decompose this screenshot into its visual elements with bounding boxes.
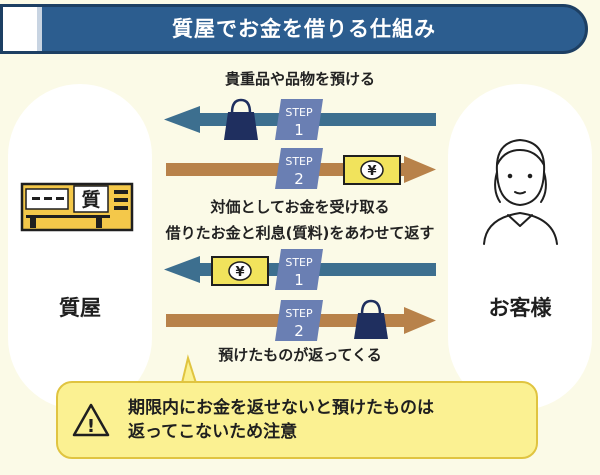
warning-icon: ! <box>72 403 110 437</box>
pawnshop-label: 質屋 <box>59 296 101 320</box>
step-number: 1 <box>294 121 304 139</box>
bag-icon <box>354 299 388 339</box>
step-badge: STEP 2 <box>275 148 323 189</box>
warning-mark: ! <box>87 416 95 437</box>
step-word: STEP <box>285 307 313 320</box>
warning-line-2: 返ってこないため注意 <box>128 422 298 442</box>
pawnshop-panel: 質屋 <box>8 84 152 410</box>
bag-icon <box>224 98 258 140</box>
banknote-icon: ¥ <box>343 155 401 185</box>
caption-receive-money: 対価としてお金を受け取る <box>210 198 390 216</box>
warning-text: 期限内にお金を返せないと預けたものは 返ってこないため注意 <box>128 396 528 444</box>
banner-tab <box>3 7 42 51</box>
step-number: 2 <box>294 322 304 340</box>
yen-symbol: ¥ <box>367 164 376 179</box>
step-badge: STEP 2 <box>275 300 323 341</box>
step-badge: STEP 1 <box>275 249 323 290</box>
customer-panel: お客様 <box>448 84 592 410</box>
caption-repay: 借りたお金と利息(質料)をあわせて返す <box>165 224 435 242</box>
pawnshop-sign-text: 質 <box>81 188 100 211</box>
yen-symbol: ¥ <box>235 265 244 280</box>
header-banner: 質屋でお金を借りる仕組み <box>0 4 588 54</box>
step-number: 2 <box>294 170 304 188</box>
person-icon <box>483 139 558 245</box>
warning-line-1: 期限内にお金を返せないと預けたものは <box>128 398 434 418</box>
step-word: STEP <box>285 256 313 269</box>
step-number: 1 <box>294 271 304 289</box>
warning-callout: ! 期限内にお金を返せないと預けたものは 返ってこないため注意 <box>56 381 538 459</box>
pawnshop-icon: 質 <box>20 182 134 232</box>
step-badge: STEP 1 <box>275 99 323 140</box>
banknote-icon: ¥ <box>211 256 269 286</box>
page-title: 質屋でお金を借りる仕組み <box>172 17 436 41</box>
customer-label: お客様 <box>488 296 552 320</box>
step-word: STEP <box>285 155 313 168</box>
caption-item-returned: 預けたものが返ってくる <box>218 346 382 364</box>
step-word: STEP <box>285 106 313 119</box>
caption-give-item: 貴重品や品物を預ける <box>224 70 375 88</box>
